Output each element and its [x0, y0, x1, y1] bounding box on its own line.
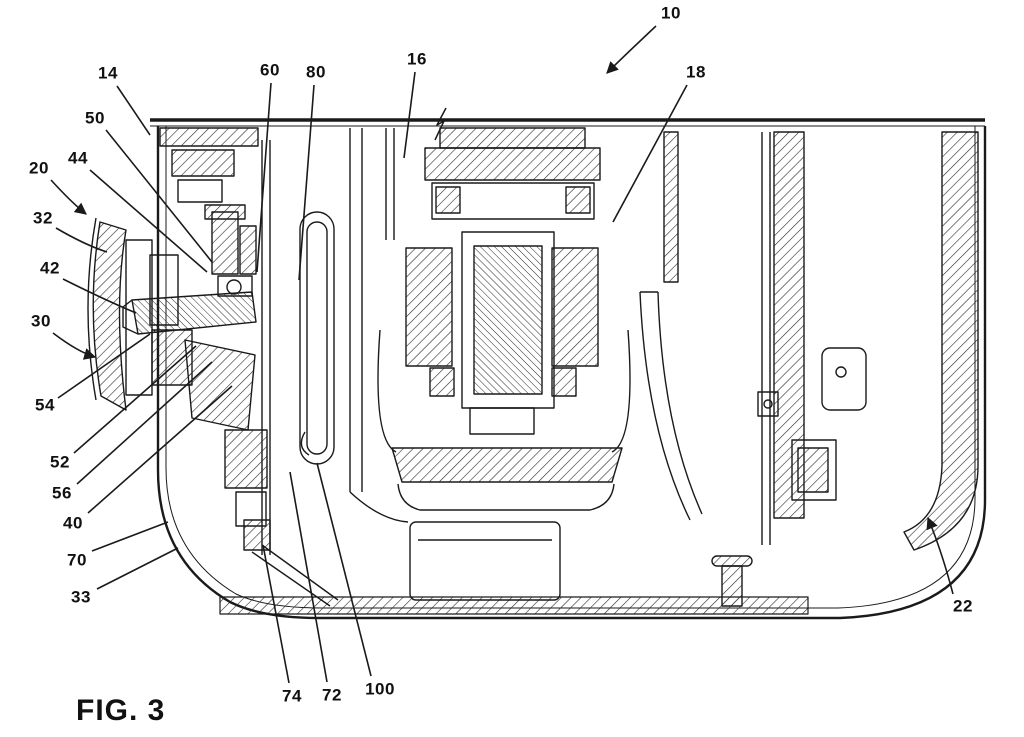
brush-left — [429, 367, 455, 397]
housing-outline — [156, 126, 987, 620]
leader-line-72 — [289, 471, 328, 683]
motor-mount-right — [611, 329, 631, 453]
duct-column — [663, 131, 679, 283]
chuck-wall — [92, 221, 127, 411]
bearing-left — [435, 186, 461, 214]
pivot-pin — [835, 366, 847, 378]
funnel-a — [639, 291, 691, 521]
leader-line-14 — [116, 85, 151, 136]
motor-top-mount — [439, 127, 586, 149]
base-plate — [219, 596, 809, 615]
bearing-race — [217, 275, 253, 297]
leader-line-56 — [76, 361, 213, 485]
ring-disc-inner — [306, 221, 328, 455]
ring-disc-outer — [299, 211, 335, 465]
leader-line-32 — [55, 227, 108, 253]
leader-line-44 — [89, 169, 208, 273]
chuck-outer-curve — [87, 217, 97, 401]
machinery-artwork — [87, 107, 987, 620]
disc-hook — [300, 431, 310, 456]
detent-ball — [226, 279, 242, 295]
rotor-core — [473, 245, 543, 395]
lower-bearing — [469, 407, 535, 435]
latch-block — [757, 391, 779, 417]
motor-top-bracket — [424, 147, 601, 181]
leader-line-50 — [105, 129, 213, 263]
strut-b — [261, 544, 339, 601]
leader-line-16 — [403, 71, 416, 159]
leader-line-80 — [298, 84, 315, 281]
stator-right — [551, 247, 599, 367]
lower-compartment — [409, 521, 561, 601]
leader-line-20 — [50, 179, 87, 215]
outer-casing-wall — [903, 131, 979, 551]
foot-stem — [721, 565, 743, 607]
motor-mount-left — [377, 329, 397, 453]
leader-line-52 — [73, 345, 197, 454]
pinion-small — [239, 225, 257, 275]
upper-mount-block — [159, 127, 259, 147]
strut-a — [251, 551, 331, 607]
fan-band — [391, 447, 623, 483]
upper-bearing-block — [177, 179, 223, 203]
leader-line-18 — [612, 84, 688, 223]
bearing-right — [565, 186, 591, 214]
leader-line-33 — [96, 547, 179, 590]
pivot-box — [821, 347, 867, 411]
foot-cap — [711, 555, 753, 567]
leader-line-30 — [52, 332, 97, 360]
spindle-screw — [131, 291, 257, 335]
leader-line-42 — [62, 278, 137, 314]
latch-housing — [791, 439, 837, 501]
spindle-hub — [149, 254, 179, 326]
leader-line-70 — [91, 521, 169, 552]
funnel-b — [657, 291, 703, 515]
leader-line-10 — [606, 25, 657, 74]
motor-bearing-plate — [431, 182, 595, 220]
lower-pin-block — [243, 519, 271, 551]
latch-spring — [797, 447, 829, 493]
gear-carrier — [224, 429, 268, 489]
leader-line-22 — [926, 516, 954, 595]
divider-left-foot — [349, 491, 409, 523]
brush-right — [551, 367, 577, 397]
leader-lines-layer — [50, 25, 954, 684]
latch-pin — [763, 399, 773, 409]
clutch-block — [184, 339, 256, 431]
leader-line-54 — [57, 333, 151, 399]
figure-caption: FIG. 3 — [76, 694, 166, 727]
leader-line-60 — [256, 82, 272, 273]
upper-gear-block — [171, 149, 235, 177]
screw-tip — [122, 299, 139, 335]
leader-line-100 — [316, 462, 372, 677]
stator-left — [405, 247, 453, 367]
leader-line-40 — [87, 385, 233, 514]
leader-line-74 — [262, 544, 290, 684]
fan-shroud — [397, 483, 615, 511]
pinion-stack — [211, 211, 239, 275]
